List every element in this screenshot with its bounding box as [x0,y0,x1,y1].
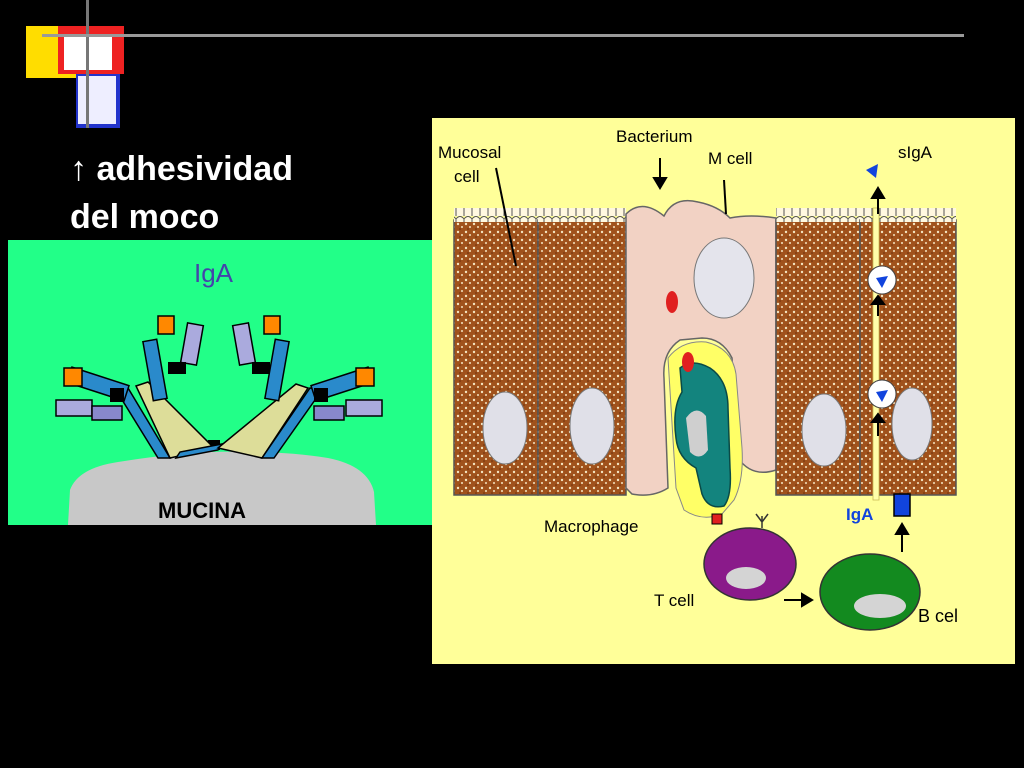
mucosal-cell-left-2 [537,208,627,496]
b-cell [819,553,921,631]
poly-ig-receptor [893,493,911,517]
label-t-cell: T cell [654,591,694,610]
title-line-1: ↑ adhesividad [70,150,293,188]
siga-in-vesicle-lower [876,390,888,402]
iga-molecule-left [55,315,224,460]
mucosal-cell-left-1 [453,208,539,496]
b-cell-nucleus [854,594,906,618]
transcytosis-channel [872,207,880,501]
t-cell-receptor [755,513,769,528]
label-mucosal-cell: cell [454,167,480,186]
iga-mucin-illustration: IgA MUCINA [8,240,440,525]
antigen-presentation [711,513,723,525]
t-cell-nucleus [726,567,766,589]
label-iga: IgA [846,505,873,524]
title-line-2: del moco [70,198,220,236]
mucina-label: MUCINA [158,498,246,523]
mucin-blob [68,451,376,525]
label-m-cell: M cell [708,149,752,168]
label-siga: sIgA [898,143,933,162]
t-cell [703,527,797,601]
iga-molecule-right [216,315,383,459]
arrows [495,158,910,608]
mucosal-cell-right-1 [775,208,861,496]
decor-vertical-line [86,0,89,128]
macrophage-nucleus [686,410,708,457]
label-macrophage: Macrophage [544,517,639,536]
siga-molecule [866,164,878,178]
iga-label: IgA [194,258,234,288]
slide-title: ↑ adhesividad del moco [70,145,293,241]
mucosal-immunity-diagram: Mucosal cell Bacterium M cell sIgA Macro… [432,118,1015,664]
bacterium-red-1 [666,291,678,313]
siga-in-vesicle-upper [876,276,888,288]
label-b-cell: B cel [918,606,958,626]
label-mucosal: Mucosal [438,143,501,162]
decor-white-inner [78,76,116,124]
decor-horizontal-line [42,34,964,37]
m-cell-nucleus [693,237,755,319]
label-bacterium: Bacterium [616,127,693,146]
bacterium-red-2 [682,352,694,372]
